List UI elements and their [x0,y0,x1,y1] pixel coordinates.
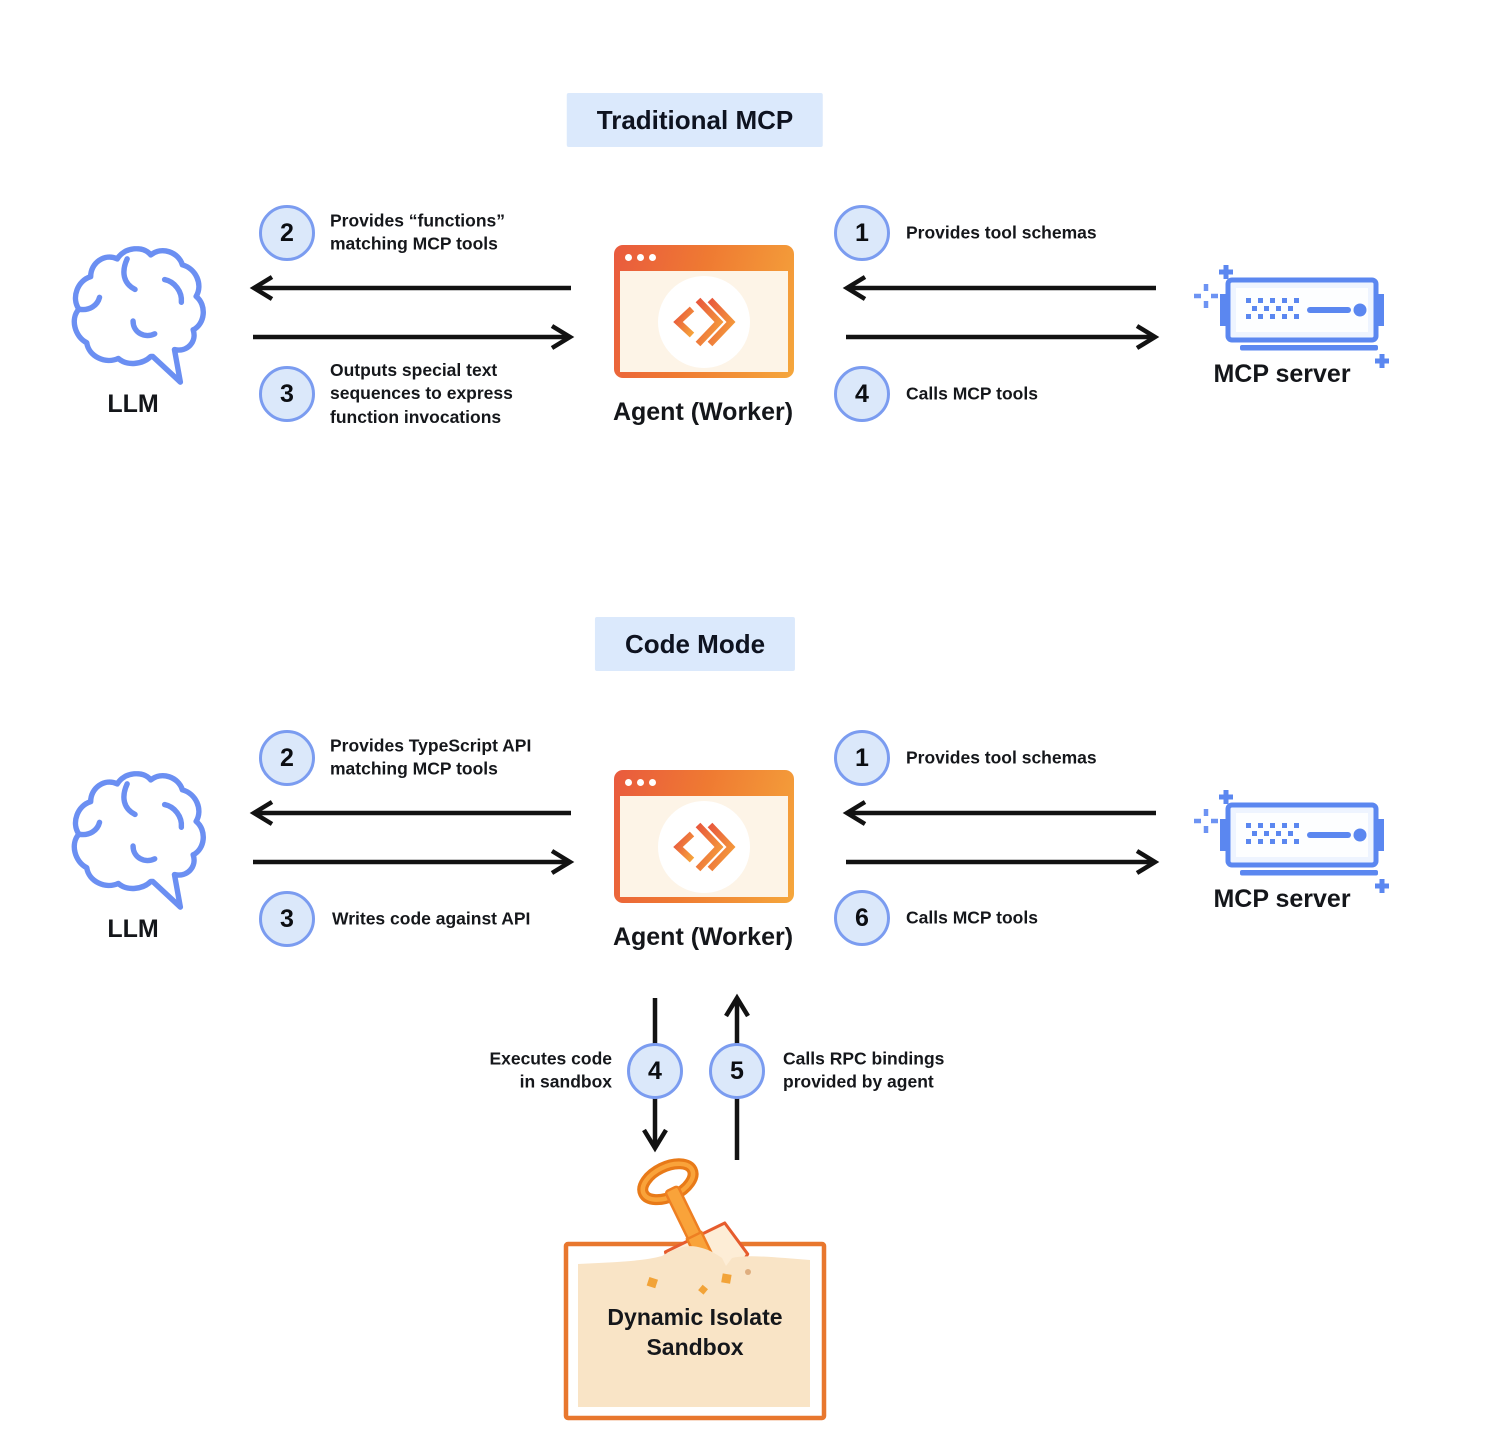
arrow-agent-to-server [846,324,1160,350]
step-number: 4 [648,1056,662,1085]
step-circle-3: 3 [259,366,315,422]
agent-label: Agent (Worker) [612,923,794,951]
mcp-server-label: MCP server [1213,360,1351,388]
step-circle-4: 4 [834,366,890,422]
window-dots-icon [625,254,656,261]
step-text-provides-schemas: Provides tool schemas [906,747,1097,768]
step-number: 6 [855,903,869,932]
llm-brain-icon [68,246,206,394]
arrow-server-to-agent [842,275,1156,301]
sandbox-icon [563,1158,827,1421]
arrow-server-to-agent [842,800,1156,826]
step-number: 1 [855,218,869,247]
arrow-llm-to-agent [253,324,575,350]
workers-logo-icon [664,285,744,359]
step-circle-2: 2 [259,205,315,261]
step-number: 1 [855,743,869,772]
step-text-writes-code: Writes code against API [332,908,531,929]
step-circle-1: 1 [834,205,890,261]
agent-worker-window-icon [614,770,794,903]
section-title-code-mode: Code Mode [594,617,796,671]
sand [578,1246,810,1407]
mcp-server-icon [1192,783,1392,898]
step-text-calls-tools: Calls MCP tools [906,383,1038,404]
step-text-executes-code: Executes code in sandbox [489,1048,612,1092]
sandbox-label: Dynamic Isolate Sandbox [607,1304,783,1360]
workers-logo-icon [664,810,744,884]
step-circle-1: 1 [834,730,890,786]
step-circle-2: 2 [259,730,315,786]
step-text-provides-schemas: Provides tool schemas [906,222,1097,243]
llm-label: LLM [107,390,159,418]
step-number: 2 [280,218,294,247]
section-title-traditional-mcp: Traditional MCP [566,93,824,147]
step-number: 3 [280,379,294,408]
step-number: 2 [280,743,294,772]
agent-label: Agent (Worker) [612,398,794,426]
arrow-llm-to-agent [253,849,575,875]
step-circle-5: 5 [709,1043,765,1099]
step-number: 5 [730,1056,744,1085]
step-circle-4: 4 [627,1043,683,1099]
mcp-server-label: MCP server [1213,885,1351,913]
step-text-provides-functions: Provides “functions” matching MCP tools [330,210,506,254]
arrow-agent-to-llm [249,800,571,826]
agent-worker-window-icon [614,245,794,378]
step-text-calls-tools: Calls MCP tools [906,907,1038,928]
step-circle-3: 3 [259,891,315,947]
mcp-server-icon [1192,258,1392,373]
llm-brain-icon [68,771,206,919]
arrow-agent-to-llm [249,275,571,301]
window-dots-icon [625,779,656,786]
step-number: 3 [280,904,294,933]
step-text-outputs-sequences: Outputs special text sequences to expres… [330,360,513,427]
step-circle-6: 6 [834,890,890,946]
llm-label: LLM [107,915,159,943]
step-text-provides-api: Provides TypeScript API matching MCP too… [330,735,532,779]
step-number: 4 [855,379,869,408]
arrow-agent-to-server [846,849,1160,875]
step-text-calls-rpc: Calls RPC bindings provided by agent [783,1048,945,1092]
